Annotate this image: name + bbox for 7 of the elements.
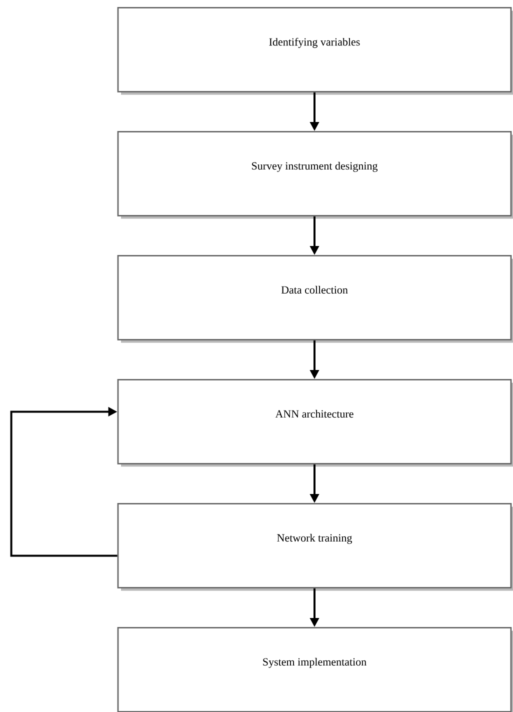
process-box: System implementation: [117, 627, 513, 712]
process-box: Data collection: [117, 255, 513, 343]
process-box: ANN architecture: [117, 379, 513, 467]
process-box: Identifying variables: [117, 7, 513, 95]
arrow: [10, 406, 118, 557]
process-box: Network training: [117, 503, 513, 591]
process-box: Survey instrument designing: [117, 131, 513, 219]
